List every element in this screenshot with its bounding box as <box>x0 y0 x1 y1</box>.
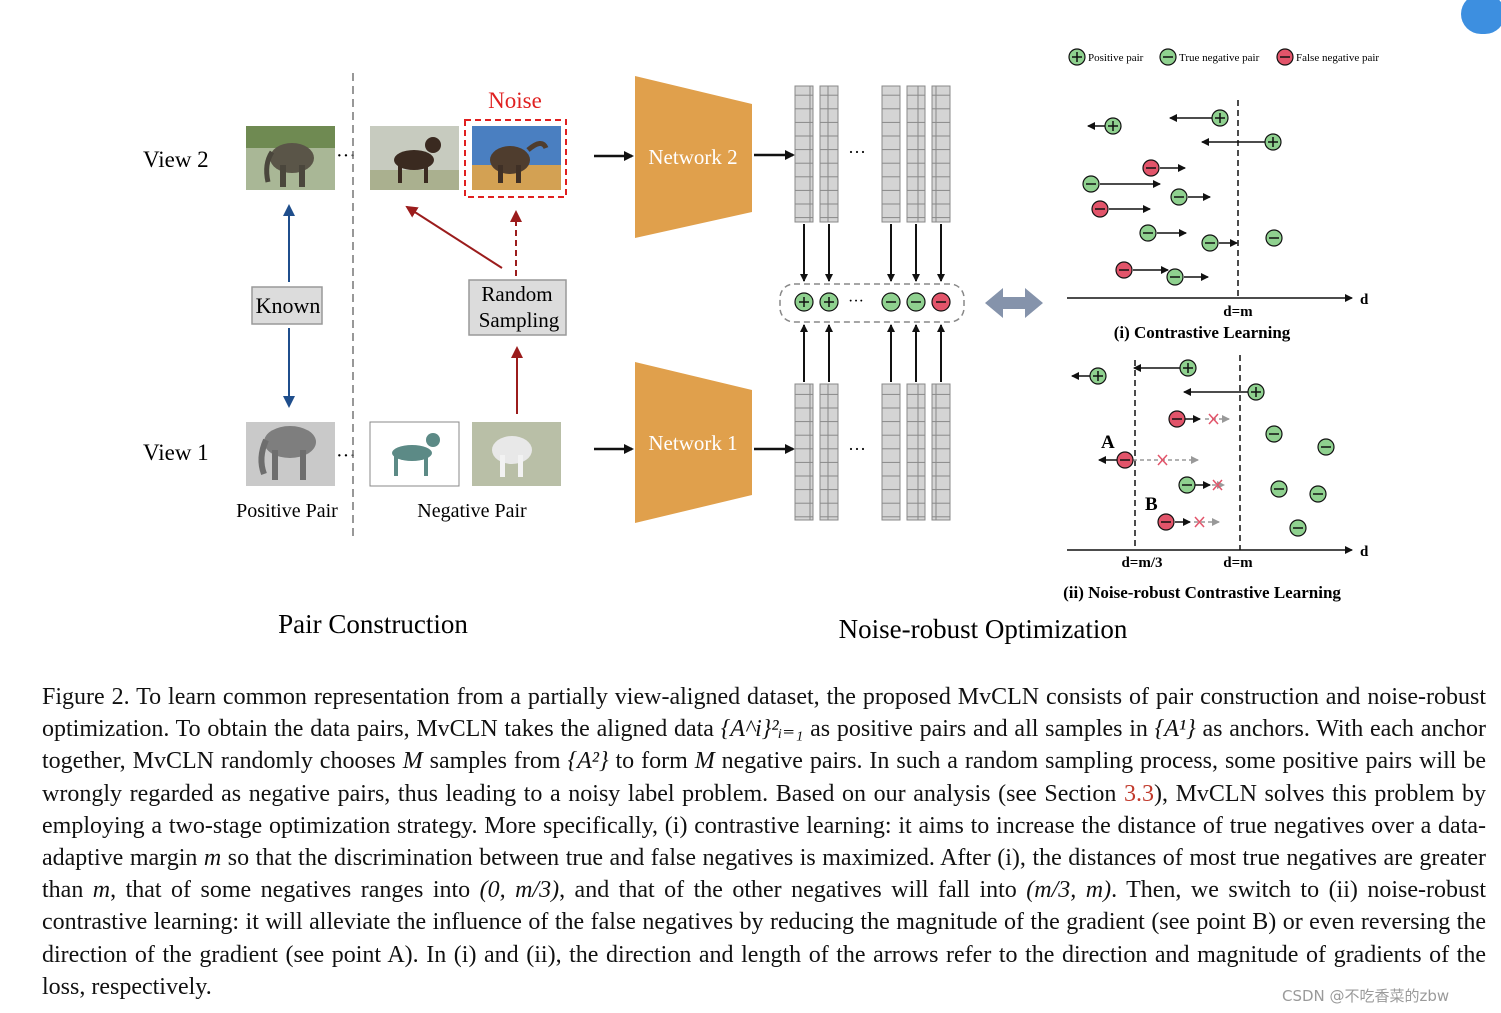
legend-false-negative: False negative pair <box>1296 52 1379 64</box>
known-box <box>251 286 323 325</box>
panel-ii-marker-m: d=m <box>1223 555 1253 571</box>
math-m-count: M <box>402 748 423 775</box>
view2-label: View 2 <box>143 147 209 172</box>
noise-robust-title: Noise-robust Optimization <box>839 614 1128 644</box>
double-arrow <box>985 288 1043 318</box>
watermark: CSDN @不吃香菜的zbw <box>1282 987 1450 1005</box>
panel-i-axis-label: d <box>1360 292 1369 308</box>
known-label: Known <box>256 293 321 318</box>
figure-caption: Figure 2. To learn common representation… <box>42 681 1486 1003</box>
negative-pair-label: Negative Pair <box>417 500 527 522</box>
panel-ii-title: (ii) Noise-robust Contrastive Learning <box>1063 583 1341 602</box>
caption-text: as positive pairs and all samples in <box>803 716 1155 743</box>
ellipsis-columns-top: ··· <box>848 142 866 162</box>
point-b-label: B <box>1145 494 1158 515</box>
caption-text: , and that of the other negatives will f… <box>559 877 1027 904</box>
feature-columns-view2 <box>794 85 951 223</box>
ellipsis-view2: ··· <box>336 145 356 167</box>
math-range-2: (m/3, m) <box>1026 877 1112 904</box>
elephant-photo-noise <box>472 126 561 190</box>
dog-3d-view1 <box>369 421 460 487</box>
positive-pair-label: Positive Pair <box>236 500 338 522</box>
legend-true-negative: True negative pair <box>1179 52 1260 64</box>
sampling-arrow-dog <box>405 205 503 269</box>
dog-photo-view2 <box>370 126 459 190</box>
elephant-photo-view2 <box>246 126 335 190</box>
panel-ii-marker-m3: d=m/3 <box>1121 555 1162 571</box>
noise-label: Noise <box>488 88 542 113</box>
up-arrows <box>800 324 945 382</box>
math-margin: m <box>92 877 111 904</box>
random-sampling-box <box>468 279 567 336</box>
corner-share-button[interactable] <box>1461 0 1501 34</box>
math-margin: m <box>203 845 222 872</box>
caption-text: ), MvCLN solves this problem by employin… <box>42 780 1486 872</box>
math-m-count: M <box>694 748 715 775</box>
ellipsis-view1: ··· <box>336 445 356 467</box>
panel-i-marker: d=m <box>1223 304 1253 320</box>
panel-noise-robust <box>1067 355 1353 554</box>
elephant-3d-negative <box>472 422 561 486</box>
legend-positive: Positive pair <box>1088 52 1144 64</box>
caption-text: Figure 2. To learn common representation… <box>42 684 1486 743</box>
down-arrows <box>800 224 945 282</box>
section-ref-link[interactable]: 3.3 <box>1123 780 1154 807</box>
caption-text: to form <box>608 748 695 775</box>
ellipsis-pairs: ··· <box>848 293 864 310</box>
elephant-3d-view1 <box>246 422 335 486</box>
panel-i-title: (i) Contrastive Learning <box>1114 323 1291 342</box>
math-range-1: (0, m/3) <box>479 877 560 904</box>
pair-result-box <box>779 283 965 323</box>
caption-text: , that of some negatives ranges into <box>110 877 480 904</box>
feature-columns-view1 <box>794 383 951 521</box>
math-view2-set: {A²} <box>567 748 609 775</box>
pair-result-symbols <box>794 292 951 312</box>
network1-block <box>635 362 752 523</box>
legend: Positive pair True negative pair False n… <box>1068 48 1379 66</box>
view1-label: View 1 <box>143 440 209 465</box>
panel-contrastive-learning <box>1067 100 1353 302</box>
random-sampling-label-line2: Sampling <box>479 308 560 332</box>
caption-text: so that the discrimination between true … <box>42 845 1486 904</box>
caption-text: as anchors. With each anchor together, M… <box>42 716 1486 775</box>
point-a-label: A <box>1101 432 1115 453</box>
panel-ii-axis-label: d <box>1360 544 1369 560</box>
network2-label: Network 2 <box>648 145 737 169</box>
figure-diagram: View 2 View 1 ··· Noise ··· <box>143 48 1379 644</box>
pair-construction-title: Pair Construction <box>278 609 468 639</box>
math-aligned-data: {A^i}²ᵢ₌₁ <box>720 716 804 743</box>
ellipsis-columns-bottom: ··· <box>848 439 866 459</box>
noise-highlight-box <box>464 119 567 198</box>
math-anchor-set: {A¹} <box>1154 716 1196 743</box>
caption-text: samples from <box>422 748 568 775</box>
caption-text: negative pairs. In such a random samplin… <box>42 748 1486 807</box>
caption-text: . Then, we switch to (ii) noise-robust c… <box>42 877 1487 1000</box>
network1-label: Network 1 <box>648 431 737 455</box>
random-sampling-label-line1: Random <box>481 282 552 306</box>
network2-block <box>635 76 752 238</box>
